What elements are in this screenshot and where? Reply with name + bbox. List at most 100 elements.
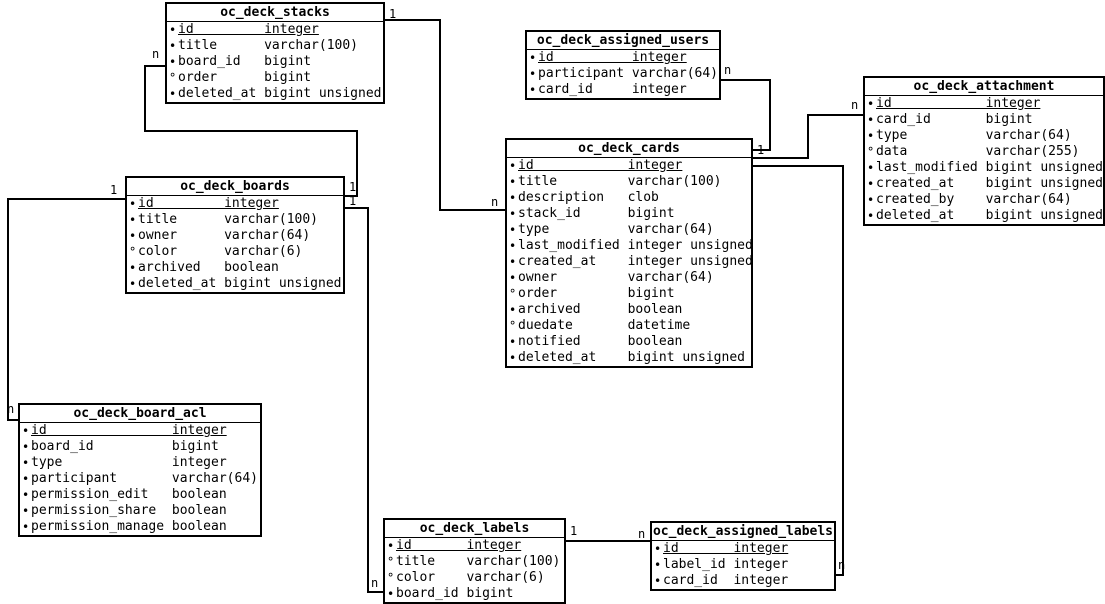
cardinality-label: n bbox=[152, 47, 160, 61]
primary-key-field-text: id integer bbox=[138, 196, 279, 211]
field-row-data: °data varchar(255) bbox=[865, 144, 1103, 160]
field-text: order bigint bbox=[178, 70, 312, 85]
required-bullet-icon: • bbox=[867, 193, 875, 207]
required-bullet-icon: • bbox=[22, 472, 30, 486]
required-bullet-icon: • bbox=[509, 175, 517, 189]
entity-oc_deck_boards: oc_deck_boards•id integer•title varchar(… bbox=[125, 176, 345, 294]
field-text: participant varchar(64) bbox=[538, 66, 719, 81]
field-row-id: •id integer bbox=[652, 541, 834, 557]
cardinality-label: 1 bbox=[570, 524, 578, 538]
field-text: board_id bigint bbox=[31, 439, 219, 454]
cardinality-label: n bbox=[371, 576, 379, 590]
relation-line-oc_deck_cards-oc_deck_assigned_labels bbox=[753, 165, 844, 576]
required-bullet-icon: • bbox=[867, 129, 875, 143]
field-text: deleted_at bigint unsigned bbox=[138, 276, 342, 291]
field-row-created_at: •created_at integer unsigned bbox=[507, 254, 751, 270]
field-text: description clob bbox=[518, 190, 659, 205]
field-text: notified boolean bbox=[518, 334, 683, 349]
field-row-permission_manage: •permission_manage boolean bbox=[20, 519, 260, 535]
field-row-duedate: °duedate datetime bbox=[507, 318, 751, 334]
field-row-board_id: •board_id bigint bbox=[20, 439, 260, 455]
nullable-bullet-icon: ° bbox=[169, 71, 177, 85]
field-row-id: •id integer bbox=[527, 50, 719, 66]
primary-key-field-text: id integer bbox=[663, 541, 789, 556]
required-bullet-icon: • bbox=[654, 542, 662, 556]
field-row-participant: •participant varchar(64) bbox=[527, 66, 719, 82]
field-text: created_by varchar(64) bbox=[876, 192, 1072, 207]
field-text: type varchar(64) bbox=[518, 222, 714, 237]
field-row-color: °color varchar(6) bbox=[385, 570, 564, 586]
field-text: owner varchar(64) bbox=[138, 228, 311, 243]
relation-line-oc_deck_cards-oc_deck_assigned_users bbox=[721, 79, 771, 151]
primary-key-field-text: id integer bbox=[876, 96, 1041, 111]
field-text: card_id integer bbox=[663, 573, 789, 588]
entity-oc_deck_stacks: oc_deck_stacks•id integer•title varchar(… bbox=[165, 2, 385, 104]
field-row-board_id: •board_id bigint bbox=[167, 54, 383, 70]
field-text: type varchar(64) bbox=[876, 128, 1072, 143]
field-row-last_modified: •last_modified bigint unsigned bbox=[865, 160, 1103, 176]
field-text: color varchar(6) bbox=[396, 570, 545, 585]
field-text: last_modified bigint unsigned bbox=[876, 160, 1103, 175]
field-row-created_by: •created_by varchar(64) bbox=[865, 192, 1103, 208]
entity-oc_deck_labels: oc_deck_labels•id integer°title varchar(… bbox=[383, 518, 566, 604]
field-text: card_id integer bbox=[538, 82, 687, 97]
field-row-stack_id: •stack_id bigint bbox=[507, 206, 751, 222]
field-text: order bigint bbox=[518, 286, 675, 301]
required-bullet-icon: • bbox=[22, 456, 30, 470]
required-bullet-icon: • bbox=[169, 39, 177, 53]
cardinality-label: n bbox=[724, 63, 732, 77]
required-bullet-icon: • bbox=[529, 83, 537, 97]
field-row-card_id: •card_id integer bbox=[527, 82, 719, 98]
required-bullet-icon: • bbox=[509, 207, 517, 221]
field-row-permission_share: •permission_share boolean bbox=[20, 503, 260, 519]
field-text: owner varchar(64) bbox=[518, 270, 714, 285]
field-text: title varchar(100) bbox=[396, 554, 561, 569]
required-bullet-icon: • bbox=[169, 87, 177, 101]
field-row-title: •title varchar(100) bbox=[507, 174, 751, 190]
entity-title: oc_deck_stacks bbox=[167, 4, 383, 22]
field-text: created_at bigint unsigned bbox=[876, 176, 1103, 191]
field-row-permission_edit: •permission_edit boolean bbox=[20, 487, 260, 503]
field-row-archived: •archived boolean bbox=[127, 260, 343, 276]
required-bullet-icon: • bbox=[22, 440, 30, 454]
field-text: participant varchar(64) bbox=[31, 471, 258, 486]
relation-line-oc_deck_boards-oc_deck_stacks bbox=[144, 65, 358, 197]
required-bullet-icon: • bbox=[22, 520, 30, 534]
nullable-bullet-icon: ° bbox=[509, 319, 517, 333]
field-row-title: •title varchar(100) bbox=[127, 212, 343, 228]
field-row-order: °order bigint bbox=[507, 286, 751, 302]
nullable-bullet-icon: ° bbox=[867, 145, 875, 159]
required-bullet-icon: • bbox=[509, 223, 517, 237]
field-text: permission_share boolean bbox=[31, 503, 227, 518]
required-bullet-icon: • bbox=[867, 113, 875, 127]
required-bullet-icon: • bbox=[129, 213, 137, 227]
field-text: title varchar(100) bbox=[178, 38, 359, 53]
required-bullet-icon: • bbox=[22, 424, 30, 438]
entity-oc_deck_assigned_labels: oc_deck_assigned_labels•id integer•label… bbox=[650, 521, 836, 591]
field-row-participant: •participant varchar(64) bbox=[20, 471, 260, 487]
field-text: permission_edit boolean bbox=[31, 487, 227, 502]
field-text: color varchar(6) bbox=[138, 244, 303, 259]
field-text: title varchar(100) bbox=[518, 174, 722, 189]
field-row-owner: •owner varchar(64) bbox=[127, 228, 343, 244]
entity-title: oc_deck_cards bbox=[507, 140, 751, 158]
field-row-deleted_at: •deleted_at bigint unsigned bbox=[167, 86, 383, 102]
field-row-card_id: •card_id bigint bbox=[865, 112, 1103, 128]
entity-title: oc_deck_assigned_labels bbox=[652, 524, 834, 541]
field-row-last_modified: •last_modified integer unsigned bbox=[507, 238, 751, 254]
required-bullet-icon: • bbox=[129, 197, 137, 211]
required-bullet-icon: • bbox=[509, 335, 517, 349]
relation-line-oc_deck_boards-oc_deck_board_acl bbox=[7, 198, 125, 421]
required-bullet-icon: • bbox=[654, 574, 662, 588]
field-row-card_id: •card_id integer bbox=[652, 573, 834, 589]
required-bullet-icon: • bbox=[22, 488, 30, 502]
required-bullet-icon: • bbox=[509, 239, 517, 253]
entity-oc_deck_cards: oc_deck_cards•id integer•title varchar(1… bbox=[505, 138, 753, 368]
field-text: created_at integer unsigned bbox=[518, 254, 751, 269]
field-row-deleted_at: •deleted_at bigint unsigned bbox=[127, 276, 343, 292]
field-text: title varchar(100) bbox=[138, 212, 319, 227]
nullable-bullet-icon: ° bbox=[129, 245, 137, 259]
field-text: permission_manage boolean bbox=[31, 519, 227, 534]
cardinality-label: 1 bbox=[757, 143, 765, 157]
